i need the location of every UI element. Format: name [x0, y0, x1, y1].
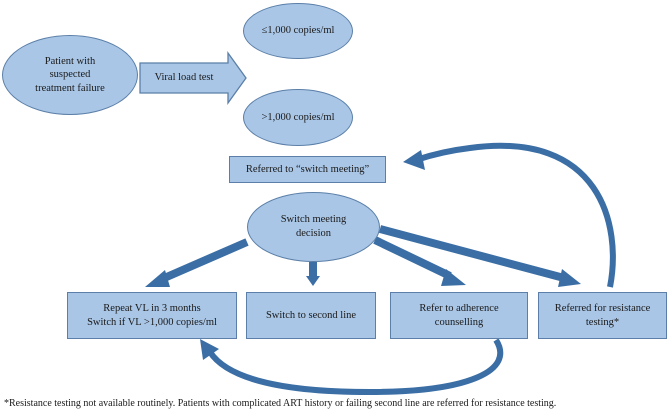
low-vl-node: ≤1,000 copies/ml — [243, 3, 353, 59]
second-line-node: Switch to second line — [246, 292, 376, 339]
resistance-node: Referred for resistance testing* — [538, 292, 667, 339]
arrow-head-repeat-vl — [145, 270, 170, 287]
viral-load-arrow-shape — [139, 50, 247, 106]
curved-arrow-head-switch — [403, 150, 425, 170]
arrow-to-adherence — [373, 236, 452, 280]
patient-node: Patient with suspected treatment failure — [2, 35, 138, 115]
arrow-to-repeat-vl — [160, 238, 249, 283]
arrow-head-adherence — [441, 269, 466, 286]
adherence-node: Refer to adherence counselling — [390, 292, 528, 339]
repeat-vl-node: Repeat VL in 3 months Switch if VL >1,00… — [67, 292, 237, 339]
referred-switch-node: Referred to “switch meeting” — [229, 156, 386, 183]
curved-arrow-adherence-to-repeat — [207, 338, 504, 396]
viral-load-label: Viral load test — [154, 72, 214, 84]
decision-arrows — [145, 225, 581, 287]
high-vl-node: >1,000 copies/ml — [243, 89, 353, 146]
curved-arrow-resistance-to-switch — [415, 142, 616, 288]
arrow-head-resistance — [558, 269, 581, 287]
footnote: *Resistance testing not available routin… — [4, 398, 557, 409]
curved-arrow-head-repeat — [200, 339, 219, 360]
switch-decision-node: Switch meeting decision — [247, 192, 380, 262]
arrow-head-second-line — [306, 276, 320, 286]
arrow-to-resistance — [378, 225, 566, 282]
